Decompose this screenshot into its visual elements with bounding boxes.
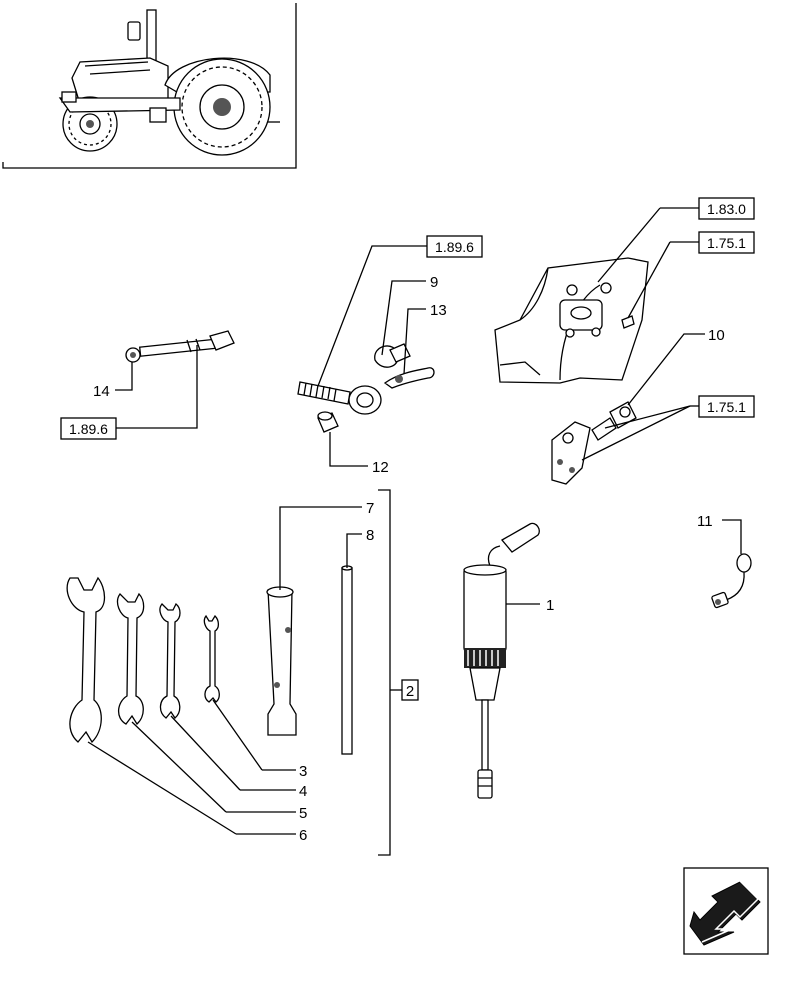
callout-14: 14 — [93, 383, 110, 400]
part-7-box-spanner — [266, 586, 297, 736]
svg-text:1.75.1: 1.75.1 — [707, 399, 746, 415]
leader-lines — [87, 207, 742, 856]
callout-1: 1 — [546, 597, 554, 614]
callout-3: 3 — [299, 763, 307, 780]
part-hitch-pin-assembly — [297, 343, 435, 433]
callout-labels: 1 3 4 5 6 7 8 9 10 11 12 13 14 2 — [93, 274, 725, 844]
svg-text:1.89.6: 1.89.6 — [435, 239, 474, 255]
ref-box-1-89-6-top[interactable]: 1.89.6 — [426, 235, 483, 258]
part-14-bolt — [125, 330, 235, 363]
part-3-wrench-small — [203, 614, 220, 703]
svg-text:1.89.6: 1.89.6 — [69, 421, 108, 437]
ref-box-1-83-0[interactable]: 1.83.0 — [698, 197, 755, 220]
callout-12: 12 — [372, 459, 389, 476]
part-6-wrench-large — [66, 576, 106, 744]
ref-box-1-89-6-left[interactable]: 1.89.6 — [60, 417, 117, 440]
part-5-wrench — [116, 592, 145, 725]
callout-5: 5 — [299, 805, 307, 822]
callout-13: 13 — [430, 302, 447, 319]
tractor-thumbnail — [2, 3, 297, 169]
group-box-2: 2 — [401, 679, 419, 701]
ref-box-1-75-1-upper[interactable]: 1.75.1 — [698, 231, 755, 254]
part-8-tommy-bar — [341, 565, 353, 755]
arrow-down-left-icon — [689, 878, 761, 946]
callout-9: 9 — [430, 274, 438, 291]
callout-10: 10 — [708, 327, 725, 344]
part-4-wrench — [159, 602, 181, 719]
part-socket-plate — [551, 401, 637, 485]
callout-11: 11 — [697, 513, 713, 530]
part-11-ground-cable — [711, 553, 752, 609]
tractor-icon — [58, 9, 280, 156]
navigation-arrow-button[interactable] — [683, 867, 769, 955]
callout-7: 7 — [366, 500, 374, 517]
part-1-grease-gun — [463, 522, 540, 799]
svg-text:2: 2 — [406, 683, 414, 700]
svg-text:1.75.1: 1.75.1 — [707, 235, 746, 251]
svg-text:1.83.0: 1.83.0 — [707, 201, 746, 217]
callout-6: 6 — [299, 827, 307, 844]
ref-box-1-75-1-lower[interactable]: 1.75.1 — [698, 395, 755, 418]
part-fender-bracket — [494, 257, 649, 384]
callout-4: 4 — [299, 783, 307, 800]
callout-8: 8 — [366, 527, 374, 544]
